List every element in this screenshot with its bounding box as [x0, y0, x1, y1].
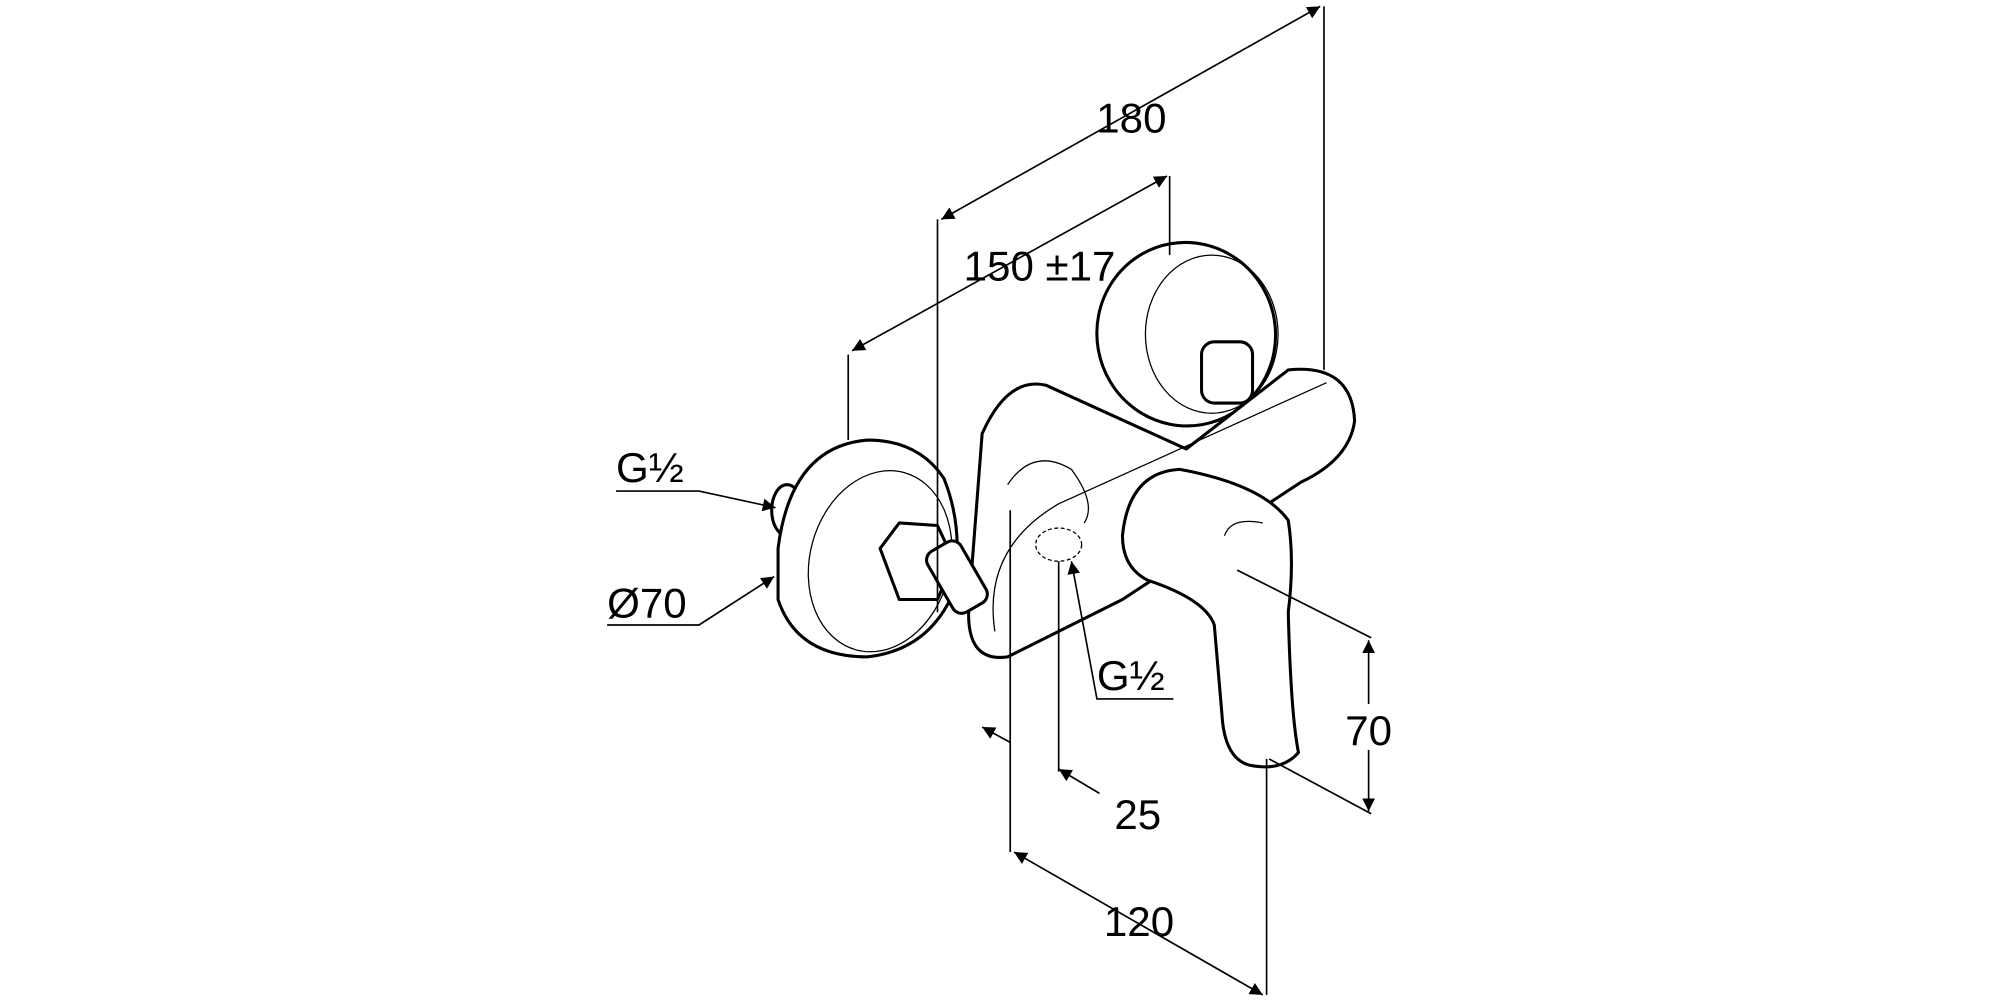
dim-line-150 — [851, 175, 1168, 352]
dim-150-label: 150 ±17 — [964, 243, 1116, 290]
leader-outlet-thread — [1067, 561, 1174, 700]
dim-line-120 — [1013, 851, 1264, 996]
flange-diameter-label: Ø70 — [607, 579, 687, 626]
inlet-thread-label: G½ — [616, 444, 684, 491]
dim-70-label: 70 — [1345, 707, 1392, 754]
left-wall-flange — [770, 438, 989, 659]
outlet-thread-hidden — [1035, 527, 1083, 562]
dim-line-25-a — [981, 726, 1011, 744]
outlet-thread-label: G½ — [1097, 652, 1165, 699]
faucet-illustration — [770, 240, 1357, 769]
dim-120-label: 120 — [1104, 898, 1174, 945]
leader-flange-diameter — [607, 575, 775, 626]
dim-180-label: 180 — [1096, 95, 1166, 142]
mixer-lever — [1120, 467, 1300, 769]
leader-inlet-thread — [616, 490, 776, 512]
dim-line-25-b — [1058, 768, 1100, 795]
dim-25-label: 25 — [1114, 791, 1161, 838]
